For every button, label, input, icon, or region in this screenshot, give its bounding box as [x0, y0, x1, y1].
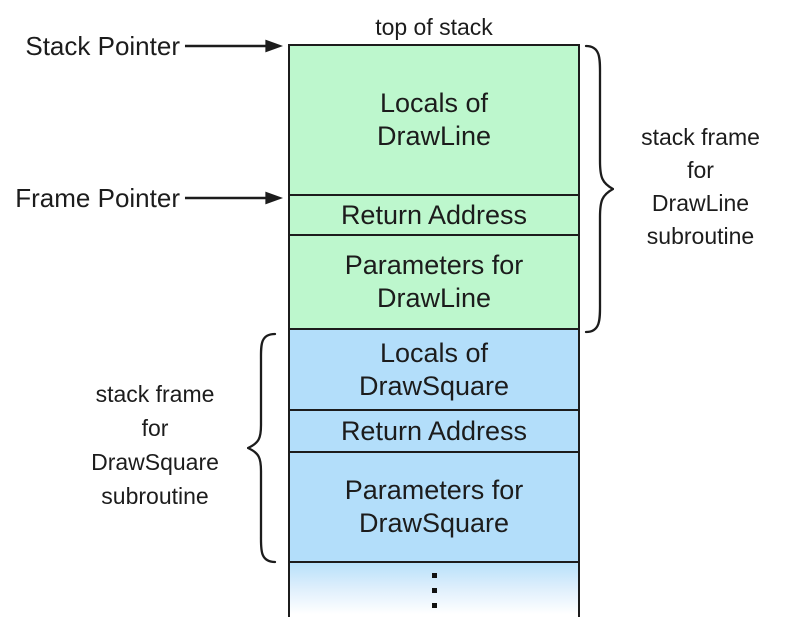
- section-label-line: Parameters for: [344, 475, 524, 505]
- stack-pointer-label: Stack Pointer: [25, 31, 180, 61]
- frame-pointer-label: Frame Pointer: [15, 183, 180, 213]
- section-label-line: DrawSquare: [358, 370, 510, 401]
- frame-pointer-arrow-icon: [184, 191, 284, 205]
- vertical-ellipsis-icon: [431, 587, 437, 593]
- annotation-line: for: [687, 157, 714, 183]
- annotation-line: stack frame: [641, 124, 760, 150]
- drawsquare-frame-label: stack frame for DrawSquare subroutine: [35, 377, 275, 513]
- section-label-line: Locals of: [379, 337, 489, 368]
- section-label-line: Return Address: [340, 416, 528, 446]
- stack-pointer-arrow-icon: [184, 39, 284, 53]
- drawline-frame-label: stack frame for DrawLine subroutine: [618, 121, 783, 253]
- section-label-line: Locals of: [379, 88, 489, 118]
- section-label-line: DrawSquare: [358, 508, 510, 538]
- section-label-line: Return Address: [340, 200, 528, 230]
- annotation-line: subroutine: [646, 223, 755, 249]
- stack-section-return-address-drawline: Return Address: [290, 196, 578, 236]
- stack-section-locals-drawsquare: Locals of DrawSquare: [290, 330, 578, 411]
- stack-section-parameters-drawline: Parameters for DrawLine: [290, 236, 578, 330]
- annotation-line: DrawLine: [651, 190, 750, 216]
- annotation-line: stack frame: [95, 381, 215, 407]
- stack-section-return-address-drawsquare: Return Address: [290, 411, 578, 453]
- section-label-line: Parameters for: [344, 250, 524, 280]
- annotation-line: subroutine: [101, 483, 209, 509]
- annotation-line: for: [141, 415, 169, 441]
- stack-continuation-section: [290, 563, 578, 617]
- vertical-ellipsis-icon: [431, 572, 437, 578]
- stack-section-parameters-drawsquare: Parameters for DrawSquare: [290, 453, 578, 563]
- stack-section-locals-drawline: Locals of DrawLine: [290, 46, 578, 196]
- section-label-line: DrawLine: [376, 283, 492, 313]
- drawline-frame-brace-icon: [584, 44, 614, 334]
- stack-box: Locals of DrawLine Return Address Parame…: [288, 44, 580, 617]
- section-label-line: DrawLine: [376, 121, 492, 151]
- vertical-ellipsis-icon: [431, 602, 437, 608]
- drawsquare-frame-brace-icon: [247, 332, 277, 564]
- annotation-line: DrawSquare: [91, 449, 219, 475]
- top-of-stack-label: top of stack: [375, 14, 493, 40]
